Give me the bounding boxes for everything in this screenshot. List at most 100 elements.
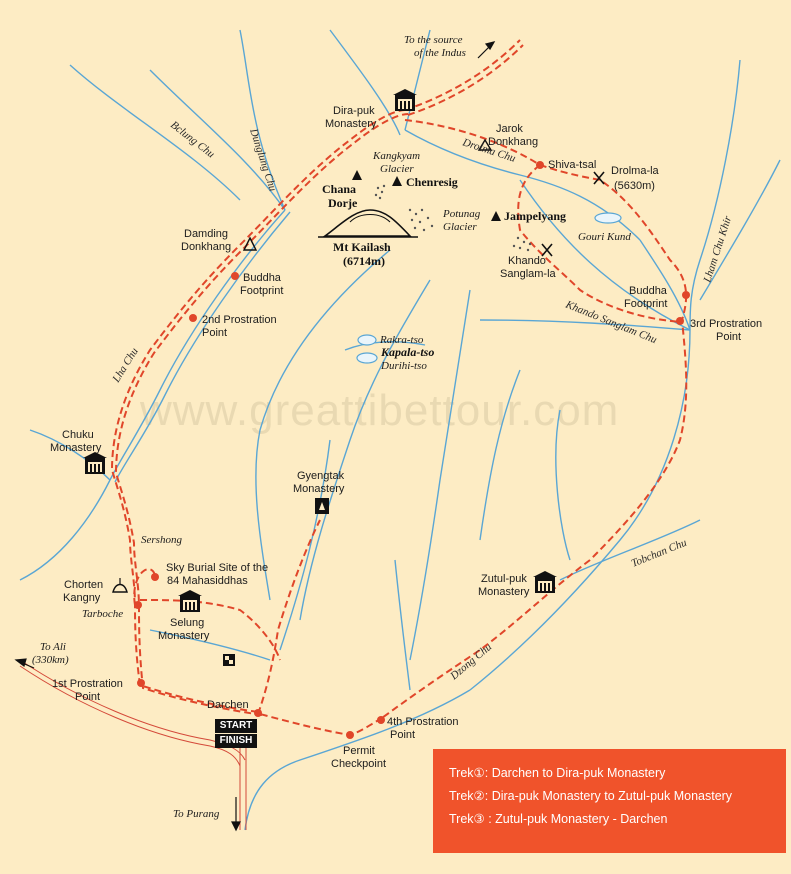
point-buddha-footprint-2: [682, 291, 690, 299]
route-indus: [404, 39, 521, 111]
point-buddha-footprint-1: [231, 272, 239, 280]
direction-arrows: [14, 41, 496, 832]
point-4th-prostration: [377, 716, 385, 724]
point-1st-prostration: [137, 679, 145, 687]
jarok-tent-icon: [477, 138, 493, 151]
label-buddhafp2-2: Footprint: [624, 298, 667, 310]
river-central-1: [255, 249, 391, 601]
label-dirapuk-2: Monastery: [325, 118, 377, 130]
label-topurang: To Purang: [173, 808, 220, 820]
point-darchen: [254, 709, 262, 717]
peak-markers: [352, 170, 501, 221]
route-trek2: [381, 119, 688, 719]
legend-trek-3: Trek③ : Zutul-puk Monastery - Darchen: [449, 812, 668, 826]
label-chana-1: Chana: [322, 182, 356, 196]
river-central-5: [555, 409, 571, 561]
roads: [19, 659, 247, 830]
label-prost2-2: Point: [202, 327, 227, 339]
river-north-2: [404, 29, 431, 131]
darchen-town-icon: [223, 654, 235, 666]
label-kapala: Kapala-tso: [380, 345, 434, 359]
label-rakra: Rakra-tso: [379, 334, 424, 346]
label-peak-name: Mt Kailash: [333, 240, 391, 254]
route-indus-b: [407, 44, 524, 116]
place-labels: To the source of the Indus Dira-puk Mona…: [32, 34, 762, 820]
label-chana-2: Dorje: [328, 196, 358, 210]
label-chorten-2: Kangny: [63, 592, 101, 604]
label-jampelyang: Jampelyang: [504, 209, 566, 223]
route-selung: [139, 599, 281, 661]
label-buddhafp1-2: Footprint: [240, 285, 283, 297]
lakes: [356, 212, 622, 364]
label-buddhafp2-1: Buddha: [629, 285, 668, 297]
label-permit-1: Permit: [343, 745, 375, 757]
label-prost1-2: Point: [75, 691, 100, 703]
river-lhachu-lower: [19, 479, 111, 581]
label-drolmala-2: (5630m): [614, 180, 655, 192]
river-chuku-trib: [29, 429, 111, 481]
chorten-icon: [112, 583, 128, 593]
point-sky-burial: [151, 573, 159, 581]
label-buddhafp1-1: Buddha: [243, 272, 282, 284]
river-bclung: [149, 69, 286, 211]
river-west-trib: [149, 629, 271, 661]
river-central-3: [409, 289, 471, 661]
legend-trek-1: Trek①: Darchen to Dira-puk Monastery: [449, 766, 666, 780]
label-zutulpuk-1: Zutul-puk: [481, 573, 527, 585]
label-peak-elevation: (6714m): [343, 254, 385, 268]
label-selung-1: Selung: [170, 617, 204, 629]
label-chuku-1: Chuku: [62, 429, 94, 441]
label-toali-2: (330km): [32, 654, 69, 666]
label-drolmala-1: Drolma-la: [611, 165, 660, 177]
river-east-trib: [699, 159, 781, 301]
river-lhamchu: [689, 59, 741, 331]
monastery-icons: [83, 89, 557, 666]
label-gyengtak-1: Gyengtak: [297, 470, 345, 482]
watermark: www.greattibettour.com: [139, 386, 619, 435]
selung-monastery-icon: [178, 590, 202, 612]
river-lhachu-2: [114, 211, 291, 483]
river-khando-west: [479, 319, 691, 331]
mt-kailash-symbol: [318, 209, 418, 238]
river-central-6: [279, 439, 331, 651]
river-central-4: [479, 369, 521, 541]
arrow-indus-head: [484, 41, 496, 51]
glacier-dots: [374, 184, 532, 252]
river-lake-link: [344, 341, 426, 351]
river-central-7: [394, 559, 411, 691]
peak-jampelyang: [491, 211, 501, 221]
label-damding-2: Donkhang: [181, 241, 231, 253]
label-khando-1: Khando: [508, 255, 546, 267]
dirapuk-monastery-icon: [393, 89, 417, 111]
river-drolma: [404, 129, 641, 241]
label-kangkyam-2: Glacier: [380, 163, 414, 175]
label-prost2-1: 2nd Prostration: [202, 314, 277, 326]
label-prost3-2: Point: [716, 331, 741, 343]
label-shivatsal: Shiva-tsal: [548, 159, 596, 171]
label-skyburial-2: 84 Mahasiddhas: [167, 575, 248, 587]
peak-chenresig: [392, 176, 402, 186]
label-darchen: Darchen: [207, 699, 249, 711]
label-zutulpuk-2: Monastery: [478, 586, 530, 598]
label-permit-2: Checkpoint: [331, 758, 386, 770]
label-tarboche: Tarboche: [82, 608, 123, 620]
road-to-ali-2: [19, 665, 241, 767]
label-jarok-2: Donkhang: [488, 136, 538, 148]
label-selung-2: Monastery: [158, 630, 210, 642]
road-to-ali-1: [19, 659, 246, 761]
river-tributary-nw: [69, 64, 241, 201]
route-chorten: [133, 568, 156, 606]
label-khando-2: Sanglam-la: [500, 268, 557, 280]
river-lhachu: [109, 209, 286, 481]
label-prost4-1: 4th Prostration: [387, 716, 459, 728]
finish-badge: FINISH: [215, 734, 257, 748]
label-durihi: Durihi-tso: [380, 360, 427, 372]
arrow-ali-head: [14, 658, 27, 668]
label-chuku-2: Monastery: [50, 442, 102, 454]
label-damding-1: Damding: [184, 228, 228, 240]
river-tobchan: [559, 519, 701, 581]
damding-tent-icon: [242, 236, 258, 251]
lake-durihi: [356, 352, 378, 364]
river-north-1: [329, 29, 401, 136]
